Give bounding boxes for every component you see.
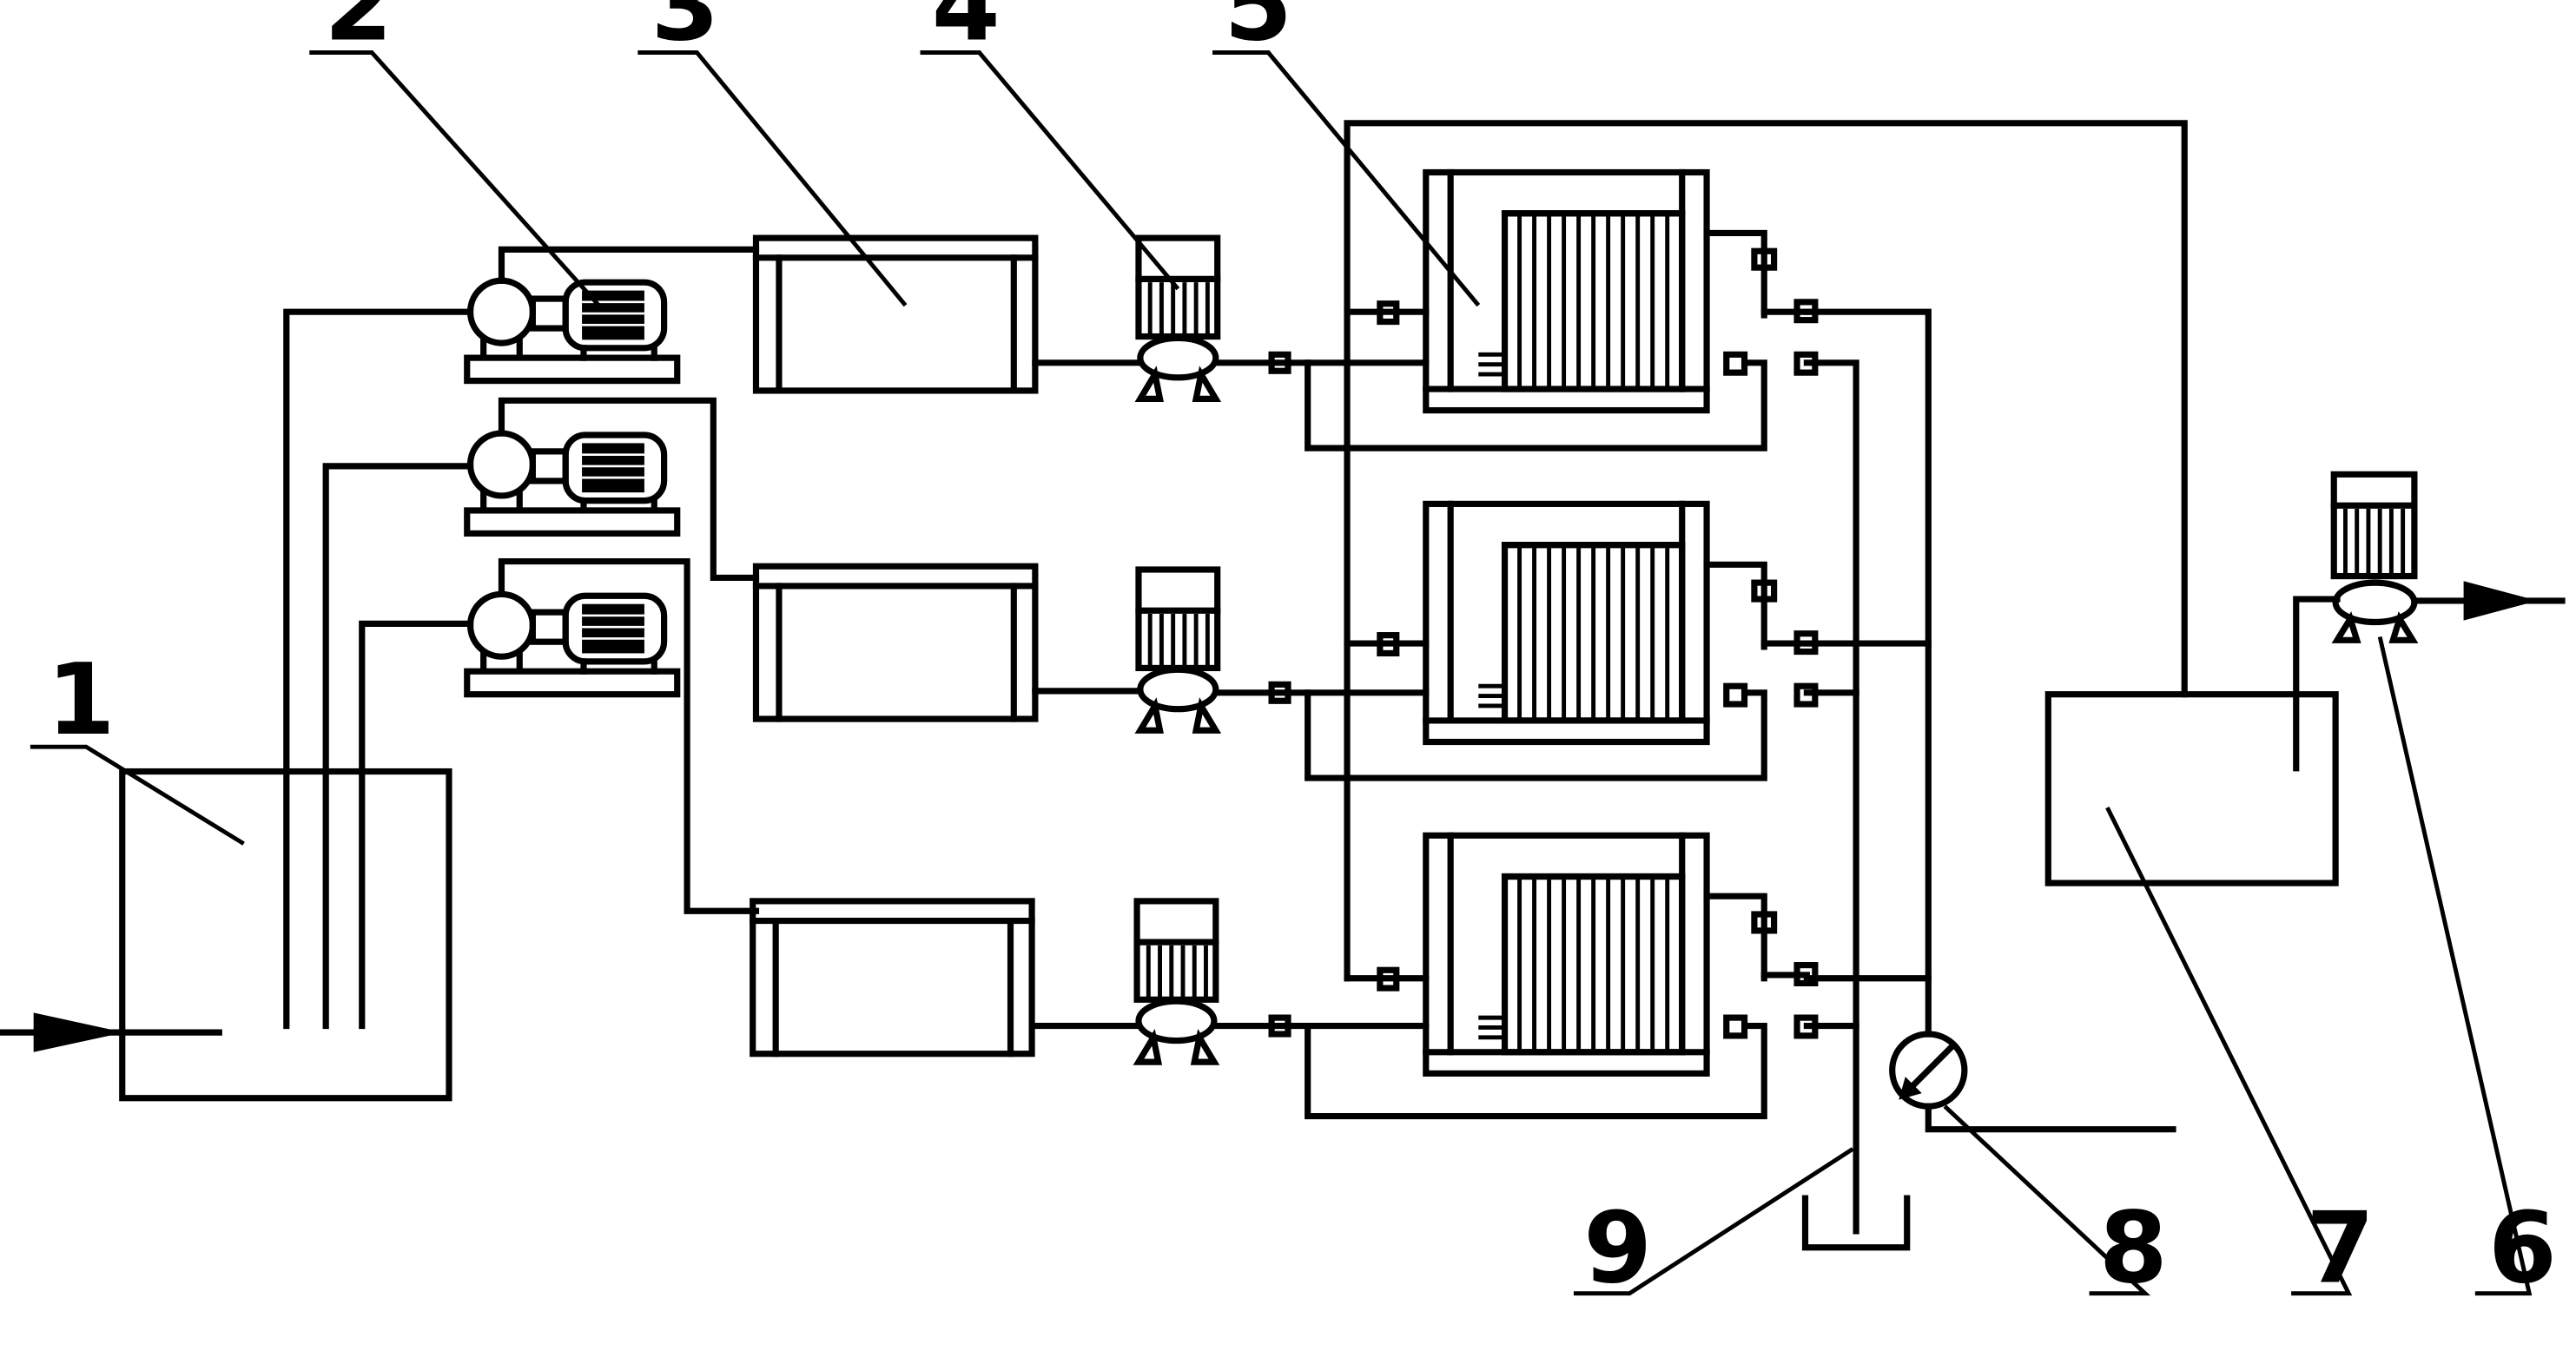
drain-basin bbox=[1801, 1195, 1911, 1251]
inlet-arrow-icon bbox=[33, 1012, 124, 1052]
discharge-pipe-2 bbox=[498, 397, 760, 582]
discharge-pipe-1 bbox=[498, 246, 760, 284]
flow-meter bbox=[1889, 1031, 2176, 1133]
suction-pipe-2 bbox=[322, 463, 474, 1030]
pump-set-3 bbox=[467, 594, 677, 694]
pump-set-1 bbox=[467, 280, 677, 380]
label-3: 3 bbox=[651, 0, 719, 63]
cartridge-filter-3 bbox=[1137, 901, 1216, 1062]
cartridge-filter-2 bbox=[1139, 570, 1218, 730]
permeate-lines bbox=[1803, 308, 1932, 1235]
outlet-filter bbox=[2330, 471, 2419, 643]
leader-lines bbox=[30, 50, 2533, 1296]
collection-tank bbox=[2044, 691, 2339, 886]
label-5: 5 bbox=[1224, 0, 1292, 63]
cartridge-filter-1 bbox=[1139, 238, 1218, 399]
label-7: 7 bbox=[2306, 1190, 2375, 1305]
container-3 bbox=[753, 901, 1032, 1054]
label-2: 2 bbox=[324, 0, 393, 63]
container-2 bbox=[756, 566, 1034, 719]
membrane-unit-1 bbox=[1426, 173, 1815, 411]
feed-lines bbox=[1214, 351, 1767, 1120]
membrane-unit-3 bbox=[1426, 835, 1815, 1073]
pump-set-2 bbox=[467, 433, 677, 533]
outlet-arrow-icon bbox=[2463, 581, 2538, 621]
tank-outlet-pipe bbox=[2293, 596, 2341, 772]
suction-pipe-3 bbox=[359, 620, 474, 1030]
suction-pipe-1 bbox=[283, 308, 474, 1030]
label-9: 9 bbox=[1583, 1190, 1652, 1305]
label-4: 4 bbox=[932, 0, 1001, 63]
label-6: 6 bbox=[2488, 1190, 2557, 1305]
membrane-unit-2 bbox=[1426, 504, 1815, 741]
container-1 bbox=[756, 238, 1034, 391]
discharge-pipe-3 bbox=[498, 557, 760, 914]
concentrate-loop bbox=[1344, 120, 2188, 992]
label-8: 8 bbox=[2099, 1190, 2168, 1305]
label-1: 1 bbox=[47, 642, 116, 757]
